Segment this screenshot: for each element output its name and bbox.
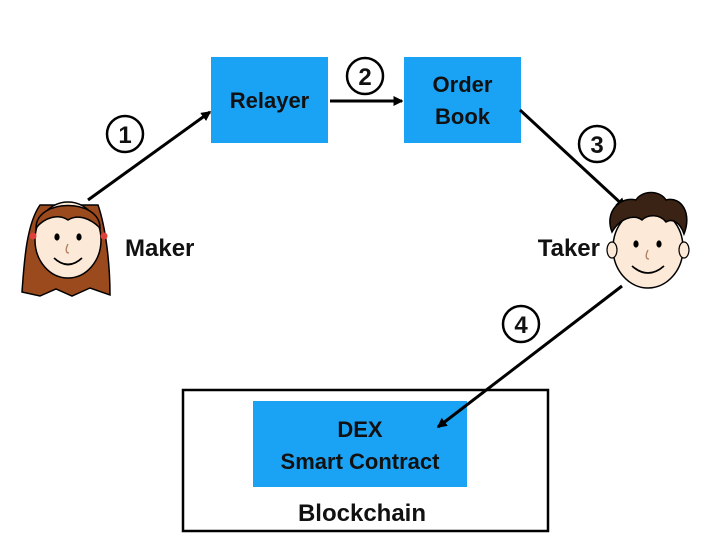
blockchain-container: Blockchain <box>181 388 550 533</box>
step-3-marker: 3 <box>577 124 617 164</box>
blockchain-label: Blockchain <box>298 500 426 527</box>
arrow-step-4 <box>436 284 623 429</box>
order-book-label-line2: Book <box>435 104 491 129</box>
step-2-marker: 2 <box>345 56 385 96</box>
boy-face-icon <box>606 191 690 289</box>
relayer-box: Relayer <box>211 57 328 143</box>
step-2-number: 2 <box>358 64 371 91</box>
girl-face-icon <box>21 201 111 297</box>
relayer-label: Relayer <box>230 88 310 113</box>
dex-smart-contract-box: DEX Smart Contract <box>253 401 467 487</box>
maker-label: Maker <box>125 235 194 262</box>
step-4-number: 4 <box>514 312 528 339</box>
order-book-label-line1: Order <box>433 72 493 97</box>
order-book-box: Order Book <box>404 57 521 143</box>
step-1-number: 1 <box>118 122 131 149</box>
arrow-step-1 <box>87 110 212 202</box>
dex-label-line2: Smart Contract <box>281 449 441 474</box>
step-3-number: 3 <box>590 132 603 159</box>
dex-label-line1: DEX <box>337 417 383 442</box>
step-1-marker: 1 <box>105 114 145 154</box>
step-4-marker: 4 <box>501 304 541 344</box>
taker-label: Taker <box>538 235 600 262</box>
arrow-step-3 <box>518 108 627 209</box>
